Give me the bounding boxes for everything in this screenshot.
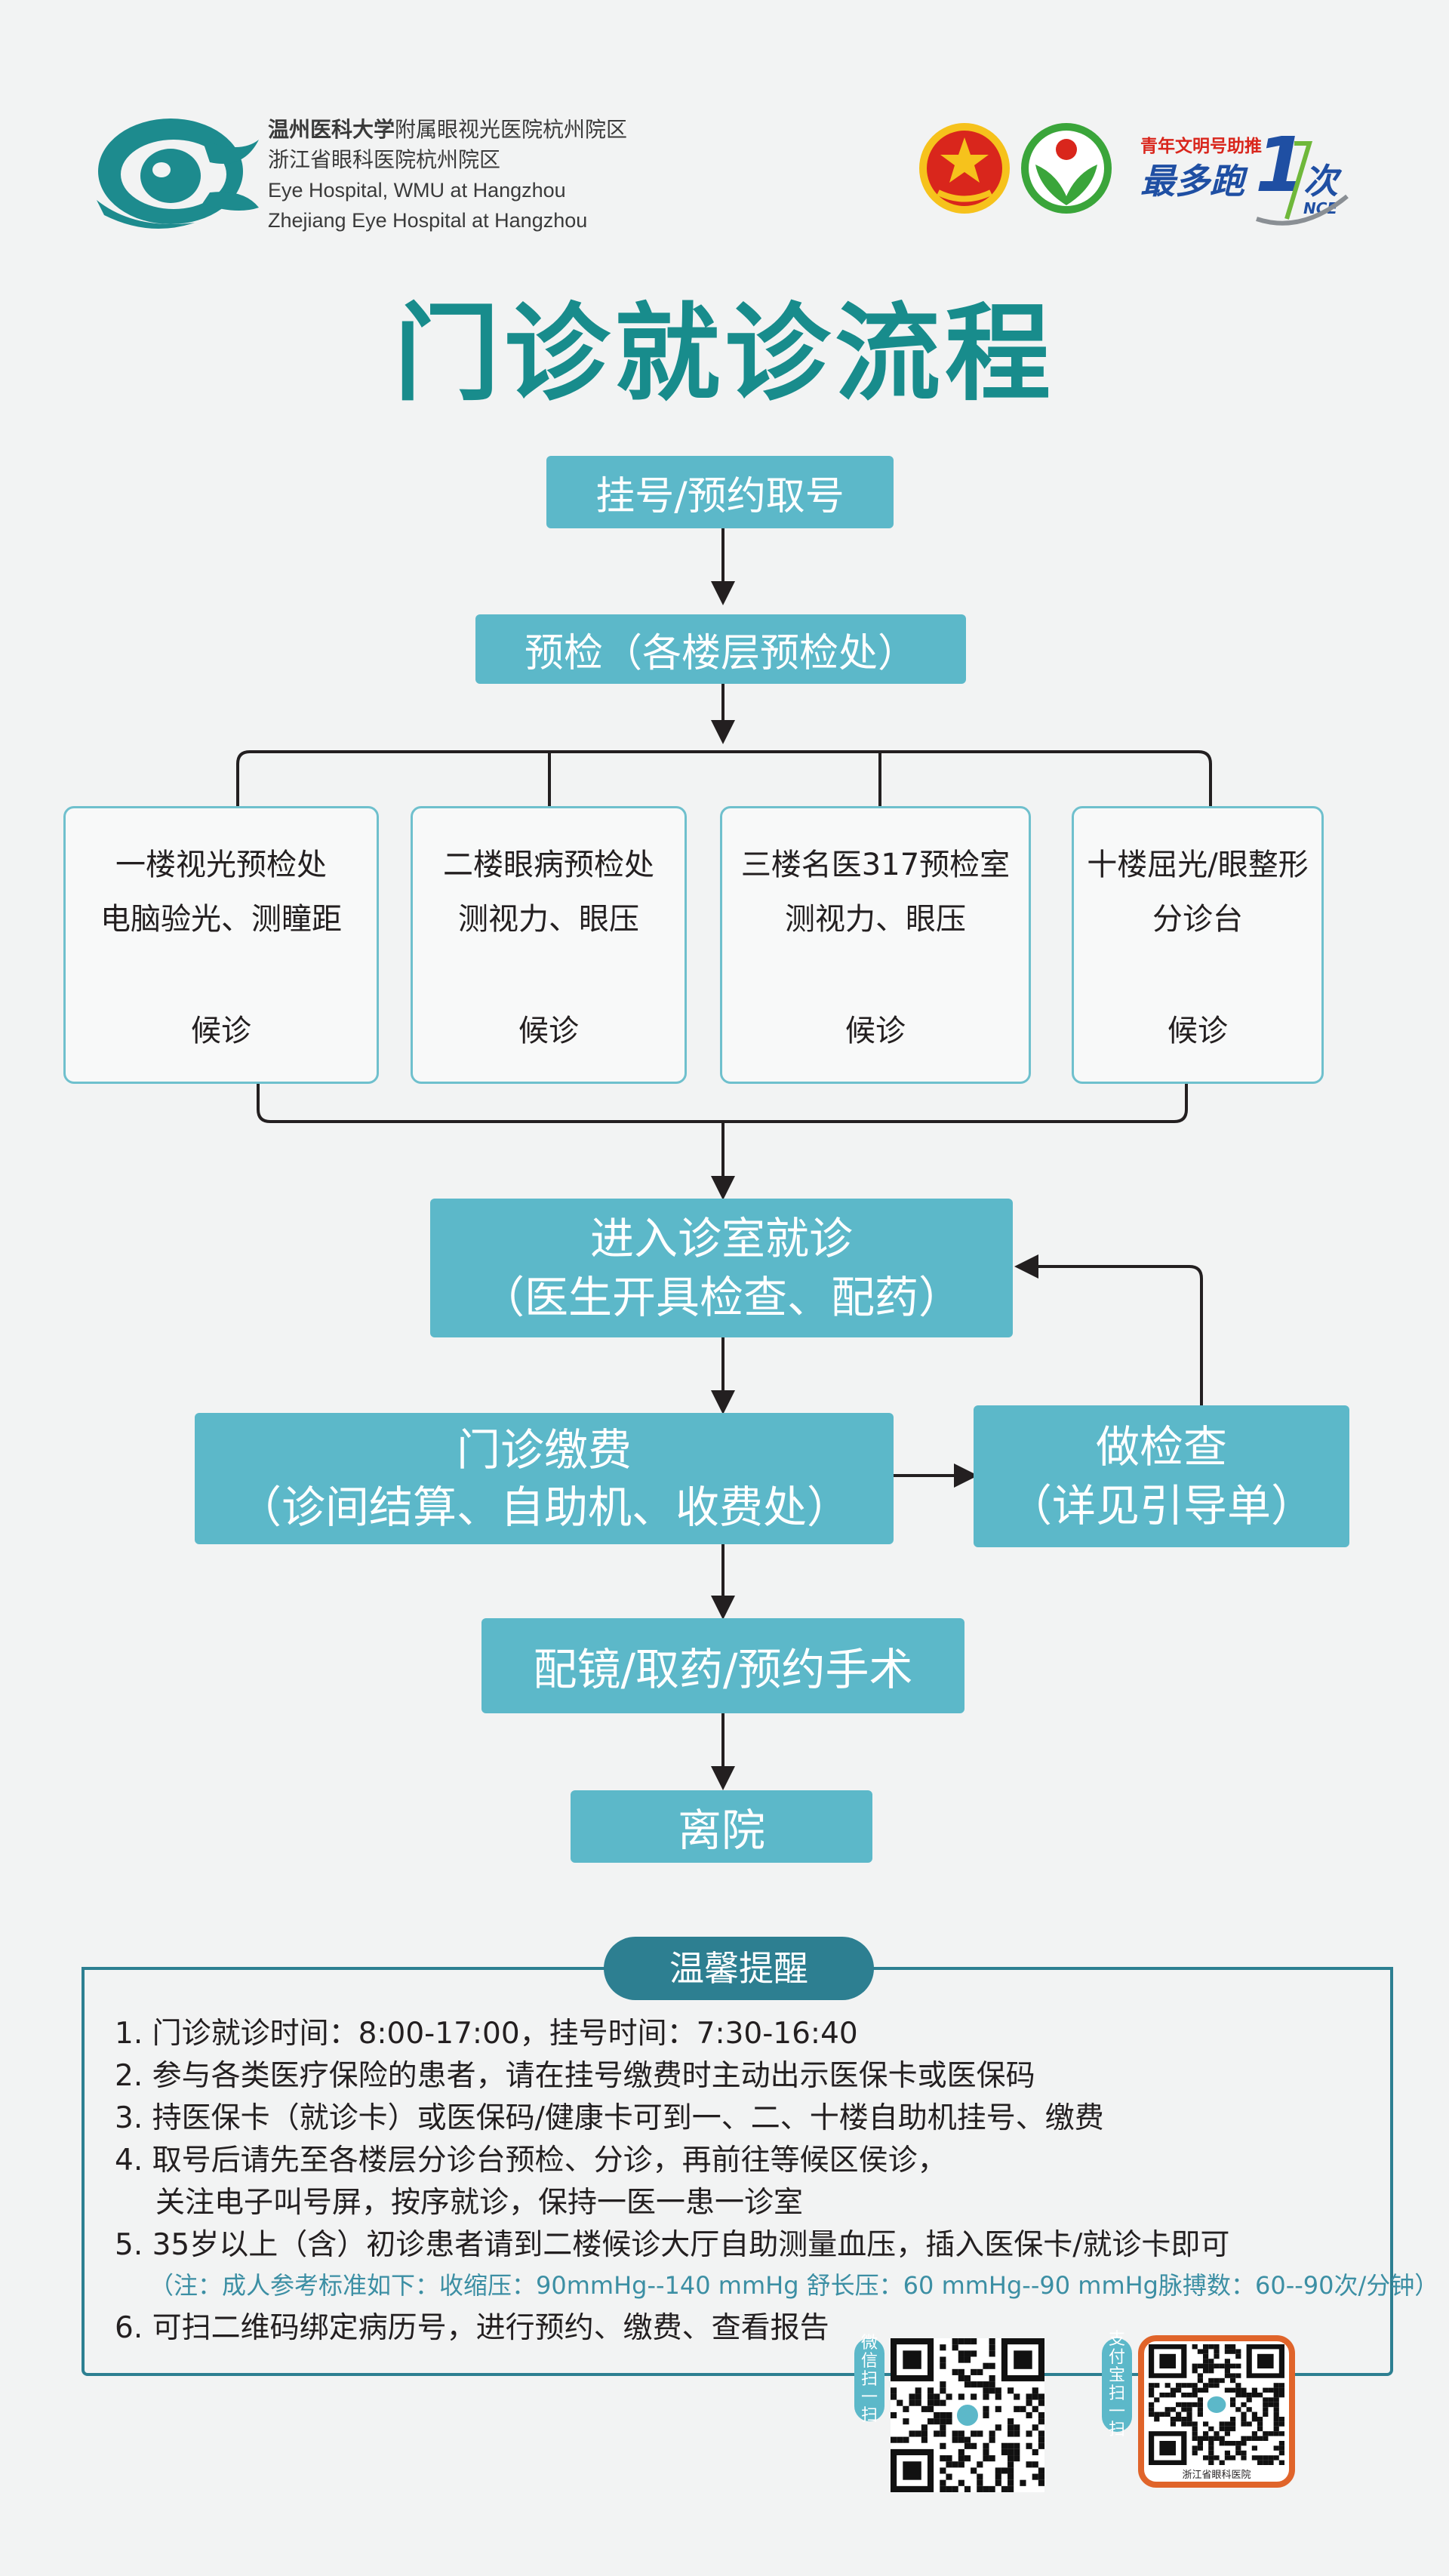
step-register: 挂号/预约取号	[546, 456, 894, 528]
hospital-name-line2: 浙江省眼科医院杭州院区	[268, 147, 501, 172]
step-payment: 门诊缴费 （诊间结算、自助机、收费处）	[195, 1413, 894, 1544]
reminder-panel	[82, 1970, 1393, 2376]
branch-floor10-wait: 候诊	[1168, 1014, 1228, 1048]
reminder-title: 温馨提醒	[604, 1937, 874, 2000]
step-payment-line1: 门诊缴费	[456, 1424, 632, 1476]
branch-floor1: 一楼视光预检处 电脑验光、测瞳距 候诊	[63, 806, 379, 1084]
hospital-logo-icon	[97, 118, 259, 229]
branch-floor10-title: 十楼屈光/眼整形	[1087, 848, 1309, 882]
badge-number: 1	[1255, 121, 1308, 209]
branch-floor2-detail: 测视力、眼压	[458, 902, 639, 937]
step-consult: 进入诊室就诊 （医生开具检查、配药）	[430, 1199, 1013, 1337]
run-once-badge: 青年文明号助推 最多跑 1 次 NCE	[1136, 121, 1355, 234]
reminder-item-3: 3. 持医保卡（就诊卡）或医保码/健康卡可到一、二、十楼自助机挂号、缴费	[115, 2101, 1104, 2135]
branch-floor1-detail: 电脑验光、测瞳距	[100, 902, 342, 937]
reminder-blood-pressure-note: （注：成人参考标准如下：收缩压：90mmHg--140 mmHg 舒长压：60 …	[149, 2271, 1439, 2300]
branch-floor3-wait: 候诊	[845, 1014, 906, 1048]
hospital-name-en-line1: Eye Hospital, WMU at Hangzhou	[268, 179, 566, 202]
reminder-item-1: 1. 门诊就诊时间：8:00-17:00，挂号时间：7:30-16:40	[115, 2017, 858, 2051]
branch-floor10-detail: 分诊台	[1152, 902, 1243, 937]
branch-floor3-title: 三楼名医317预检室	[740, 848, 1011, 882]
branch-floor2-wait: 候诊	[518, 1014, 579, 1048]
step-leave: 离院	[571, 1790, 872, 1863]
branch-floor3: 三楼名医317预检室 测视力、眼压 候诊	[720, 806, 1031, 1084]
branch-floor1-wait: 候诊	[191, 1014, 251, 1048]
badge-main-text: 最多跑	[1140, 161, 1244, 202]
hospital-university-name: 温州医科大学	[268, 117, 395, 142]
youth-league-emblem-icon	[919, 123, 1010, 214]
step-consult-line2: （医生开具检查、配药）	[480, 1272, 962, 1323]
step-leave-label: 离院	[677, 1805, 765, 1856]
reminder-panel-border-left	[82, 1967, 610, 1970]
hospital-branch-name: 附属眼视光医院杭州院区	[395, 117, 628, 142]
step-consult-line1: 进入诊室就诊	[589, 1213, 853, 1264]
step-precheck: 预检（各楼层预检处）	[475, 614, 966, 684]
reminder-item-5: 5. 35岁以上（含）初诊患者请到二楼候诊大厅自助测量血压，插入医保卡/就诊卡即…	[115, 2228, 1230, 2262]
badge-swoosh-icon	[1256, 141, 1349, 226]
step-examination-line2: （详见引导单）	[1008, 1480, 1315, 1531]
alipay-qr-caption: 浙江省眼科医院	[1182, 2470, 1251, 2481]
branch-floor1-title: 一楼视光预检处	[115, 848, 327, 882]
alipay-qr-code[interactable]	[1149, 2344, 1284, 2465]
hospital-name-block: 温州医科大学附属眼视光医院杭州院区 浙江省眼科医院杭州院区 Eye Hospit…	[268, 115, 627, 235]
badge-suffix: 次	[1303, 161, 1338, 202]
step-payment-line2: （诊间结算、自助机、收费处）	[237, 1482, 851, 1533]
reminder-item-6: 6. 可扫二维码绑定病历号，进行预约、缴费、查看报告	[115, 2311, 829, 2345]
badge-top-text: 青年文明号助推	[1140, 137, 1262, 156]
alipay-scan-label: 支付宝扫一扫	[1102, 2331, 1132, 2439]
step-examination-line1: 做检查	[1095, 1421, 1227, 1473]
hospital-name-en-line2: Zhejiang Eye Hospital at Hangzhou	[268, 209, 588, 232]
wechat-qr-code[interactable]	[891, 2338, 1044, 2492]
step-glasses-label: 配镜/取药/预约手术	[533, 1644, 913, 1695]
step-register-label: 挂号/预约取号	[595, 473, 844, 519]
step-precheck-label: 预检（各楼层预检处）	[524, 630, 917, 676]
step-glasses-medicine-surgery: 配镜/取药/预约手术	[481, 1618, 964, 1713]
branch-floor2-title: 二楼眼病预检处	[443, 848, 654, 882]
reminder-item-2: 2. 参与各类医疗保险的患者，请在挂号缴费时主动出示医保卡或医保码	[115, 2059, 1035, 2093]
branch-floor10: 十楼屈光/眼整形 分诊台 候诊	[1072, 806, 1324, 1084]
step-examination: 做检查 （详见引导单）	[974, 1405, 1349, 1547]
youth-civilization-emblem-icon	[1021, 123, 1112, 214]
page-title: 门诊就诊流程	[393, 293, 1055, 416]
branch-floor3-detail: 测视力、眼压	[785, 902, 966, 937]
branch-floor2: 二楼眼病预检处 测视力、眼压 候诊	[411, 806, 687, 1084]
reminder-item-4-cont: 关注电子叫号屏，按序就诊，保持一医一患一诊室	[155, 2186, 804, 2220]
reminder-panel-border-right	[869, 1967, 1393, 1970]
reminder-item-4: 4. 取号后请先至各楼层分诊台预检、分诊，再前往等候区侯诊，	[115, 2144, 947, 2177]
wechat-scan-label: 微信扫一扫	[854, 2334, 884, 2425]
